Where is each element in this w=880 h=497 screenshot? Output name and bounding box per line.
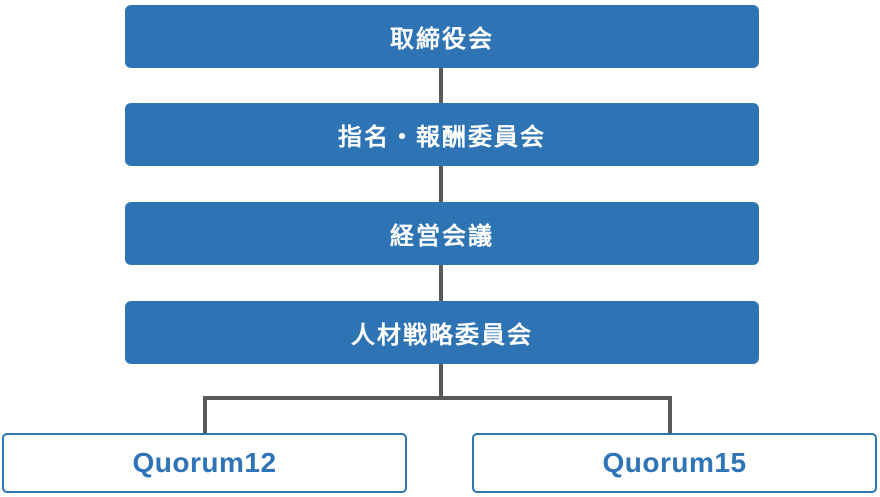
node-nomination-compensation-committee: 指名・報酬委員会 <box>125 103 759 166</box>
connector-nomination-to-management <box>439 166 443 203</box>
node-management-meeting: 経営会議 <box>125 202 759 265</box>
node-management-meeting-label: 経営会議 <box>390 223 494 250</box>
connector-branch-horizontal <box>203 396 672 400</box>
connector-board-to-nomination <box>439 68 443 104</box>
node-board-of-directors: 取締役会 <box>125 5 759 68</box>
node-quorum15-label: Quorum15 <box>602 447 747 478</box>
node-hr-strategy-committee: 人材戦略委員会 <box>125 301 759 364</box>
node-hr-strategy-committee-label: 人材戦略委員会 <box>351 322 533 349</box>
connector-branch-to-quorum15 <box>668 396 672 433</box>
node-board-of-directors-label: 取締役会 <box>390 26 494 53</box>
node-nomination-compensation-committee-label: 指名・報酬委員会 <box>338 124 546 151</box>
node-quorum15: Quorum15 <box>472 433 877 493</box>
node-quorum12-label: Quorum12 <box>132 447 277 478</box>
node-quorum12: Quorum12 <box>2 433 407 493</box>
connector-management-to-hr <box>439 265 443 302</box>
connector-branch-to-quorum12 <box>203 396 207 433</box>
connector-hr-to-branch <box>439 364 443 398</box>
